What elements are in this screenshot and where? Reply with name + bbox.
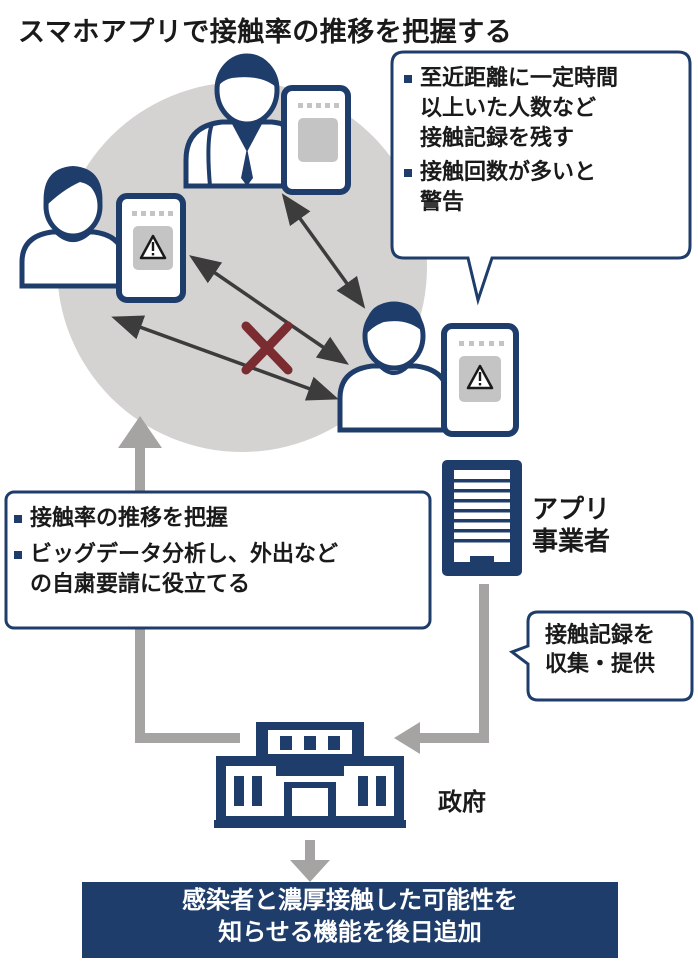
government-label: 政府 xyxy=(438,788,486,816)
arrow-head-left xyxy=(394,722,420,754)
contact-arrow-woman-man xyxy=(111,315,339,401)
bullet-square-icon xyxy=(404,75,412,83)
callout-app-item1-line2: 以上いた人数など xyxy=(420,96,597,121)
warning-icon xyxy=(139,234,167,260)
businessman-icon xyxy=(183,53,311,189)
government-building-icon xyxy=(214,722,406,828)
callout-government-item2-line1: ビッグデータ分析し、外出など xyxy=(30,542,339,567)
smartphone-icon xyxy=(441,323,519,437)
page-title: スマホアプリで接触率の推移を把握する xyxy=(18,17,513,48)
bullet-square-icon xyxy=(404,169,412,177)
arrow-head-down xyxy=(290,860,330,882)
callout-app-item2-line1: 接触回数が多いと xyxy=(420,160,597,185)
outcome-text: 感染者と濃厚接触した可能性を 知らせる機能を後日追加 xyxy=(82,884,618,948)
callout-collect-text: 接触記録を 収集・提供 xyxy=(545,621,695,679)
warning-icon xyxy=(466,364,494,390)
outcome-box xyxy=(82,882,618,958)
office-building-icon xyxy=(442,460,522,576)
smartphone-icon xyxy=(281,85,351,195)
smartphone-icon xyxy=(116,193,186,303)
callout-collect-line2: 収集・提供 xyxy=(545,652,656,677)
app-operator-label: アプリ 事業者 xyxy=(532,494,610,558)
outcome-line2: 知らせる機能を後日追加 xyxy=(218,918,482,946)
bullet-square-icon xyxy=(14,551,22,559)
callout-app-item1-line3: 接触記録を残す xyxy=(420,126,575,151)
cross-mark-icon xyxy=(241,321,293,375)
woman-icon xyxy=(19,166,127,289)
callout-app-item2: 接触回数が多いと 警告 xyxy=(404,158,684,218)
callout-app-item1-line1: 至近距離に一定時間 xyxy=(420,66,619,91)
callout-collect-line1: 接触記録を xyxy=(545,623,656,648)
callout-collect-bubble xyxy=(508,610,694,702)
callout-government-item2: ビッグデータ分析し、外出など の自粛要請に役立てる xyxy=(14,540,414,600)
callout-app-item2-line2: 警告 xyxy=(420,190,465,215)
app-operator-label-line2: 事業者 xyxy=(532,527,611,557)
outcome-line1: 感染者と濃厚接触した可能性を xyxy=(182,886,518,914)
callout-government-text: 接触率の推移を把握 ビッグデータ分析し、外出など の自粛要請に役立てる xyxy=(14,504,414,600)
callout-government-item1: 接触率の推移を把握 xyxy=(14,504,414,534)
bullet-square-icon xyxy=(14,515,22,523)
callout-government-item1-text: 接触率の推移を把握 xyxy=(30,506,229,531)
man-icon xyxy=(337,301,451,433)
arrow-head-up xyxy=(118,416,162,448)
callout-app-text: 至近距離に一定時間 以上いた人数など 接触記録を残す 接触回数が多いと 警告 xyxy=(404,64,684,218)
app-operator-label-line1: アプリ xyxy=(532,495,611,525)
callout-government-bubble xyxy=(4,490,432,630)
callout-government-item2-line2: の自粛要請に役立てる xyxy=(30,572,251,597)
callout-app-bubble xyxy=(390,50,692,306)
callout-app-item1: 至近距離に一定時間 以上いた人数など 接触記録を残す xyxy=(404,64,684,154)
